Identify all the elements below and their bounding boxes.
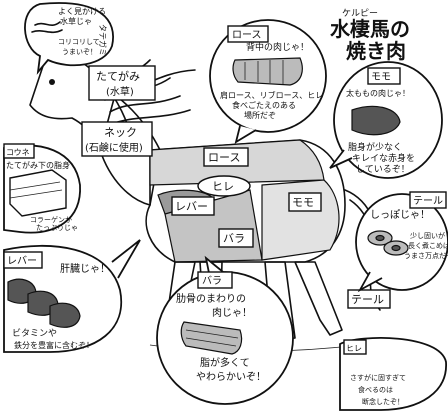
label-liver: レバー: [175, 200, 208, 213]
belly-bubble: バラ 肋骨のまわりの 肉じゃ！ 脂が多くて やわらかいぞ！: [156, 255, 294, 405]
label-box-fillet: [197, 175, 251, 197]
fillet-bubble: ヒレ さすがに固すぎて 食べるのは 断念したぞ！: [339, 337, 447, 411]
svg-text:食べるのは: 食べるのは: [358, 385, 393, 394]
loin-meat-icon: [232, 57, 303, 86]
label-fillet: ヒレ: [212, 180, 234, 193]
svg-text:脂身が少なく: 脂身が少なく: [348, 141, 402, 153]
title-ruby: ケルピー: [342, 8, 378, 19]
svg-text:バラ: バラ: [202, 275, 222, 287]
title-block: ケルピー 水棲馬の 焼き肉: [330, 8, 410, 63]
svg-text:テール: テール: [413, 196, 443, 207]
tategami-tab: タテガミ: [98, 24, 108, 56]
svg-text:ビタミンや: ビタミンや: [12, 328, 57, 339]
label-tail: テール: [351, 293, 384, 306]
svg-text:しっぽじゃ！: しっぽじゃ！: [370, 209, 430, 221]
label-box-loin: [203, 147, 249, 167]
belly-meat-icon: [180, 321, 243, 355]
svg-text:レバー: レバー: [7, 255, 37, 267]
label-box-tail: [347, 289, 391, 309]
svg-text:肝臓じゃ！: 肝臓じゃ！: [60, 263, 110, 275]
koukei-fat-icon: [9, 169, 67, 217]
svg-text:背中の肉じゃ！: 背中の肉じゃ！: [246, 41, 309, 53]
svg-text:たっぷりじゃ: たっぷりじゃ: [36, 224, 78, 232]
liver-meat-icon: [7, 278, 81, 328]
svg-text:少し固いが: 少し固いが: [410, 231, 445, 240]
label-neck: ネック: [104, 126, 137, 139]
label-box-liver: [171, 196, 215, 216]
liver-bubble: レバー 肝臓じゃ！ ビタミンや 鉄分を豊富に含むぞ！: [3, 239, 141, 353]
koukei-bubble: コウネ たてがみ下の脂身 コラーゲンが たっぷりじゃ: [3, 143, 81, 234]
svg-text:食べごたえのある: 食べごたえのある: [232, 100, 296, 110]
tail-bubble: テール しっぽじゃ！ 少し固いが 長く煮こめば うまさ万点だぞ: [355, 191, 448, 293]
label-box-belly: [218, 228, 254, 248]
svg-text:キレイな赤身を: キレイな赤身を: [352, 152, 415, 164]
svg-text:コリコリして: コリコリして: [58, 38, 100, 46]
thigh-bubble: モモ 太ももの肉じゃ！ 脂身が少なく キレイな赤身を しているぞ！: [329, 61, 443, 179]
label-neck-sub: (石鹸に使用): [85, 141, 143, 154]
svg-text:たてがみ下の脂身: たてがみ下の脂身: [6, 160, 70, 170]
label-tategami: たてがみ: [96, 69, 140, 83]
thigh-meat-icon: [351, 105, 401, 136]
label-thigh: モモ: [292, 196, 314, 209]
label-tategami-sub: (水草): [106, 86, 134, 98]
svg-text:コウネ: コウネ: [6, 148, 30, 157]
svg-text:うまいぞ！: うまいぞ！: [62, 48, 97, 56]
svg-text:場所だぞ: 場所だぞ: [244, 110, 276, 120]
svg-text:しているぞ！: しているぞ！: [356, 164, 410, 175]
water-weed-icon: [31, 21, 63, 34]
tategami-bubble: タテガミ よく見かける 水草じゃ コリコリして うまいぞ！: [24, 2, 114, 75]
svg-text:水草じゃ: 水草じゃ: [60, 16, 92, 26]
svg-text:よく見かける: よく見かける: [58, 7, 106, 16]
svg-text:断念したぞ！: 断念したぞ！: [362, 397, 404, 406]
title-line1: 水棲馬の: [330, 17, 410, 41]
tail-meat-icon: [367, 230, 409, 256]
svg-text:ヒレ: ヒレ: [346, 344, 362, 353]
label-belly: バラ: [223, 232, 245, 245]
svg-text:モモ: モモ: [371, 72, 391, 83]
svg-text:コラーゲンが: コラーゲンが: [30, 215, 72, 224]
svg-text:脂が多くて: 脂が多くて: [200, 356, 250, 369]
svg-text:肉じゃ！: 肉じゃ！: [212, 306, 252, 319]
svg-text:さすがに固すぎて: さすがに固すぎて: [350, 373, 406, 382]
svg-text:ロース: ロース: [232, 30, 262, 41]
label-box-thigh: [288, 192, 322, 212]
svg-text:肋骨のまわりの: 肋骨のまわりの: [176, 292, 246, 305]
label-loin: ロース: [208, 151, 240, 164]
title-line2: 焼き肉: [346, 39, 406, 63]
svg-text:太ももの肉じゃ！: 太ももの肉じゃ！: [346, 88, 410, 98]
svg-text:うまさ万点だぞ: うまさ万点だぞ: [404, 252, 448, 260]
horse-eye: [49, 79, 55, 85]
svg-text:長く煮こめば: 長く煮こめば: [408, 241, 448, 250]
label-box-neck: [81, 121, 153, 157]
svg-text:肩ロース、リブロース、ヒレ: 肩ロース、リブロース、ヒレ: [220, 90, 323, 100]
svg-text:やわらかいぞ！: やわらかいぞ！: [196, 371, 266, 383]
label-box-tategami: [88, 65, 156, 101]
svg-text:鉄分を豊富に含むぞ！: 鉄分を豊富に含むぞ！: [14, 340, 94, 350]
thigh-region: [261, 179, 340, 261]
loin-bubble: ロース 背中の肉じゃ！ 肩ロース、リブロース、ヒレ 食べごたえのある 場所だぞ: [209, 19, 327, 144]
